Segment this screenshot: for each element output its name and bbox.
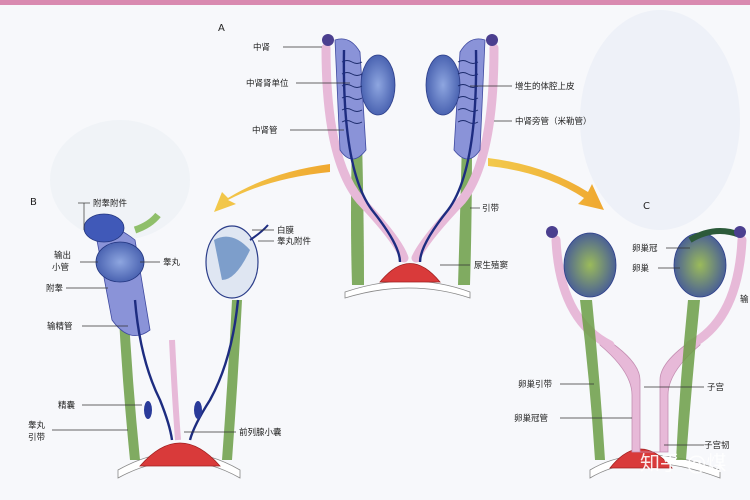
label-mesonephric-duct: 中肾管 — [252, 125, 278, 136]
label-testis: 睾丸 — [163, 257, 181, 268]
gonad-left — [360, 54, 396, 116]
gonad-right — [425, 54, 461, 116]
label-ovary: 卵巢 — [632, 263, 650, 274]
label-gubernaculum-testis-2: 引带 — [28, 433, 46, 443]
label-gubernaculum-testis-1: 睾丸 — [28, 420, 46, 431]
label-efferent-ductules-2: 小管 — [52, 262, 69, 273]
label-uterus: 子宫 — [707, 382, 724, 393]
label-paramesonephric-duct: 中肾旁管（米勒管） — [515, 116, 592, 127]
label-appendix-epididymis: 附睾附件 — [93, 198, 128, 209]
background-shape — [50, 120, 190, 240]
label-efferent-ductules-1: 输出 — [54, 250, 71, 261]
label-gubernaculum: 引带 — [482, 204, 500, 214]
label-proliferating-epithelium: 增生的体腔上皮 — [515, 81, 575, 92]
arrow-to-female — [488, 158, 604, 210]
panel-c-illustration — [546, 226, 747, 479]
panel-label-a: A — [218, 23, 225, 34]
top-border — [0, 0, 750, 5]
panel-label-b: B — [30, 197, 37, 208]
label-ductus-deferens: 输精管 — [47, 321, 73, 332]
panel-label-c: C — [643, 201, 650, 212]
ovary-left — [563, 232, 617, 298]
label-mesonephros: 中肾 — [253, 42, 271, 53]
label-tunica-albuginea: 白膜 — [277, 225, 295, 236]
label-epoophoron-duct: 卵巢冠管 — [514, 413, 548, 424]
label-epoophoron: 卵巢冠 — [632, 243, 658, 254]
background-shape — [580, 10, 740, 230]
label-urogenital-sinus: 尿生殖窦 — [474, 260, 508, 271]
label-appendix-testis: 睾丸附件 — [277, 236, 312, 247]
label-uterine-partial: 子宫韧 — [704, 440, 730, 451]
label-mesonephric-unit: 中肾肾单位 — [246, 78, 289, 89]
label-ovarian-ligament: 卵巢引带 — [518, 379, 553, 390]
urogenital-sinus-shape — [379, 263, 441, 283]
label-seminal-vesicle: 精囊 — [58, 400, 76, 411]
arrow-to-male — [214, 164, 330, 212]
ovary-right — [673, 232, 727, 298]
label-oviduct-partial: 输 — [740, 294, 749, 305]
panel-a-illustration — [283, 34, 512, 299]
panel-b-illustration — [52, 202, 274, 479]
label-epididymis: 附睾 — [46, 283, 64, 294]
label-prostatic-utricle: 前列腺小囊 — [239, 427, 282, 438]
watermark: 知乎 @煤 — [640, 451, 726, 475]
